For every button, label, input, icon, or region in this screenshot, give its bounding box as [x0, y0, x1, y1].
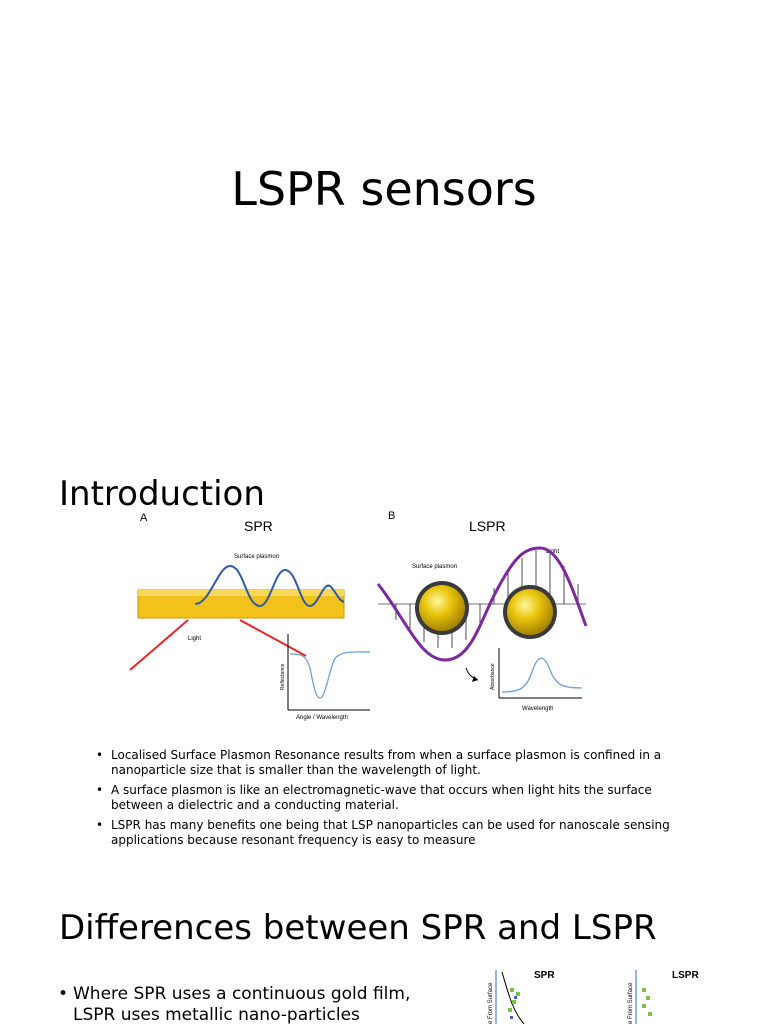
incident-light-ray: [129, 619, 189, 671]
differences-heading: Differences between SPR and LSPR: [59, 908, 657, 948]
differences-bullet-text: Where SPR uses a continuous gold film, L…: [73, 984, 411, 1025]
plasmon-wave-a: [194, 564, 345, 608]
panel-a-title: SPR: [244, 518, 273, 534]
reflectance-curve: [289, 651, 371, 699]
absorbance-curve: [501, 657, 583, 693]
panel-a-letter: A: [140, 512, 148, 524]
spr-lspr-comparison-figure: e From Surface SPR e From Surface LSPR: [488, 970, 699, 1024]
panel-b-ylabel: Absorbance: [490, 663, 496, 690]
reflected-light-ray: [239, 619, 307, 657]
bullet-dot: •: [58, 984, 69, 1004]
lspr-label: LSPR: [672, 970, 699, 981]
spr-lspr-diagram: A SPR Surface plasmon Light Reflectance …: [129, 510, 588, 721]
bullet-item: Localised Surface Plasmon Resonance resu…: [96, 748, 686, 778]
nanoparticle-right: [507, 589, 553, 635]
panel-a-xlabel: Angle / Wavelength: [296, 715, 348, 721]
lspr-axis-label: e From Surface: [628, 982, 634, 1024]
spr-molecules-blue: [510, 996, 517, 1019]
panel-b-letter: B: [388, 510, 395, 522]
spr-axis-label: e From Surface: [488, 982, 494, 1024]
bullet-item: A surface plasmon is like an electromagn…: [96, 783, 686, 813]
nanoparticle-left: [419, 585, 465, 631]
spr-label: SPR: [534, 970, 555, 981]
introduction-heading: Introduction: [59, 474, 265, 514]
bullet-item: LSPR has many benefits one being that LS…: [96, 818, 686, 848]
slide-title: LSPR sensors: [231, 162, 537, 216]
panel-a-ylabel: Reflectance: [280, 663, 286, 690]
gold-film-highlight: [138, 590, 344, 596]
curved-arrow-head: [472, 676, 478, 682]
spr-molecules: [508, 988, 520, 1012]
panel-b-plasmon-label: Surface plasmon: [412, 564, 457, 570]
panel-a-plasmon-label: Surface plasmon: [234, 554, 279, 560]
panel-b-title: LSPR: [469, 518, 506, 534]
light-wave: [376, 546, 588, 662]
differences-bullet: • Where SPR uses a continuous gold film,…: [58, 984, 433, 1026]
panel-b-xlabel: Wavelength: [522, 706, 553, 712]
panel-a-light-label: Light: [188, 636, 201, 642]
introduction-bullets: Localised Surface Plasmon Resonance resu…: [96, 748, 686, 853]
spr-decay-curve: [501, 971, 525, 1024]
lspr-molecules: [642, 988, 652, 1016]
